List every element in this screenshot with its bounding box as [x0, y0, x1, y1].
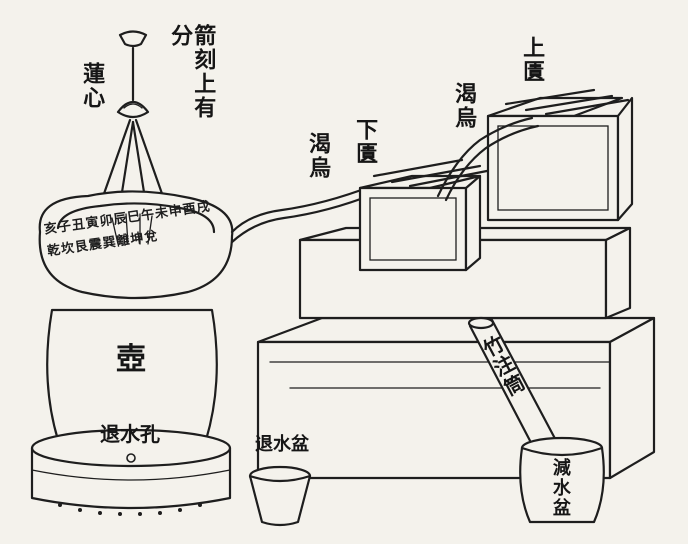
upper-cabinet: [486, 88, 634, 222]
label-upper-cabinet: 上匱: [519, 36, 546, 84]
main-vessel: [30, 308, 232, 516]
dial-plate: [38, 190, 234, 300]
dial-text: 亥子丑寅卯辰巳午未申酉戌乾坎艮震巽離坤兌: [37, 193, 233, 297]
label-siphon-lower: 渴烏: [305, 132, 332, 180]
drain-basin: [248, 465, 312, 527]
platform: [256, 226, 656, 480]
label-drain-hole: 退水孔: [100, 422, 160, 446]
label-lotus-core: 蓮心: [79, 62, 106, 110]
dial-text-ring: 亥子丑寅卯辰巳午未申酉戌乾坎艮震巽離坤兌: [43, 199, 212, 260]
label-vessel: 壺: [116, 342, 146, 377]
label-lower-cabinet: 下匱: [352, 118, 379, 166]
lotus-arrow: [98, 30, 168, 207]
reducing-basin: [519, 436, 605, 524]
label-drain-basin: 退水盆: [255, 434, 309, 455]
label-arrow-scale: 箭刻上有分: [167, 24, 217, 120]
lower-cabinet: [358, 158, 494, 272]
label-siphon-upper: 渴烏: [451, 82, 478, 130]
label-reducing-basin: 減水盆: [549, 458, 571, 518]
